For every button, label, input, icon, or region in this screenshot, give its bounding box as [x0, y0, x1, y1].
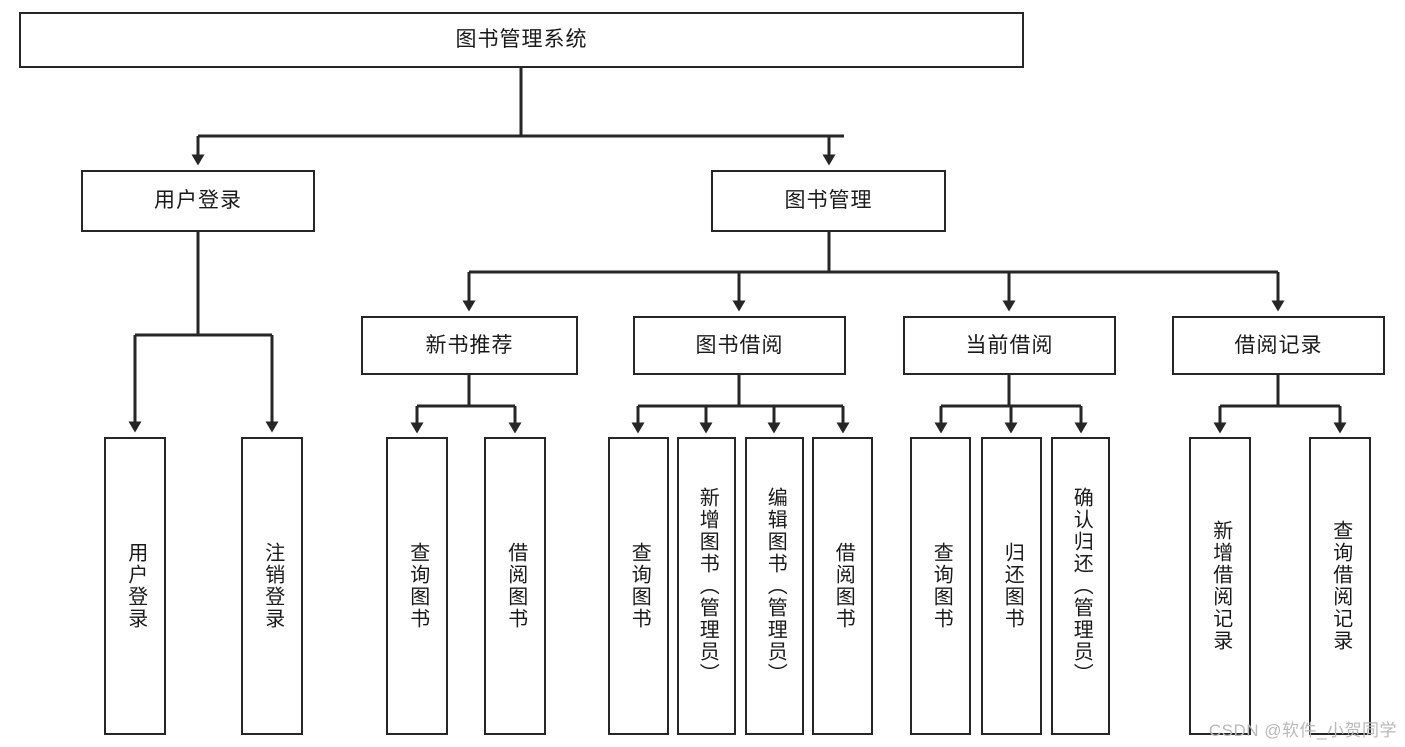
node-leaf-user-logout[interactable]: 注销登录	[241, 437, 303, 735]
node-leaf-borrow-query-book[interactable]: 查询图书	[608, 437, 669, 735]
node-book-borrow[interactable]: 图书借阅	[633, 316, 846, 375]
csdn-watermark: CSDN @软件_小贺同学	[1208, 721, 1397, 740]
node-new-book-rec[interactable]: 新书推荐	[361, 316, 578, 375]
node-borrow-record-label: 借阅记录	[1234, 333, 1323, 357]
node-leaf-rec-borrow-book[interactable]: 借阅图书	[484, 437, 546, 735]
node-leaf-user-login[interactable]: 用户登录	[104, 437, 166, 735]
node-leaf-rec-add-record-label: 新增借阅记录	[1209, 520, 1232, 652]
node-book-borrow-label: 图书借阅	[695, 333, 784, 357]
node-leaf-borrow-add-book[interactable]: 新增图书（管理员）	[677, 437, 736, 735]
node-leaf-user-login-label: 用户登录	[124, 542, 147, 630]
node-book-manage-label: 图书管理	[784, 189, 873, 213]
node-leaf-cur-confirm-return-label: 确认归还（管理员）	[1070, 487, 1093, 685]
node-user-login-label: 用户登录	[154, 189, 242, 213]
node-leaf-rec-query-book[interactable]: 查询图书	[386, 437, 448, 735]
node-borrow-record[interactable]: 借阅记录	[1172, 316, 1385, 375]
node-root-label: 图书管理系统	[455, 28, 588, 52]
node-leaf-borrow-edit-book[interactable]: 编辑图书（管理员）	[745, 437, 804, 735]
node-current-borrow[interactable]: 当前借阅	[903, 316, 1116, 375]
node-leaf-cur-confirm-return[interactable]: 确认归还（管理员）	[1051, 437, 1110, 735]
node-leaf-cur-query-book-label: 查询图书	[930, 542, 953, 630]
node-root[interactable]: 图书管理系统	[19, 12, 1024, 68]
node-leaf-cur-query-book[interactable]: 查询图书	[910, 437, 971, 735]
node-leaf-user-logout-label: 注销登录	[261, 542, 284, 630]
node-leaf-rec-query-record[interactable]: 查询借阅记录	[1309, 437, 1371, 735]
node-current-borrow-label: 当前借阅	[965, 333, 1054, 357]
node-leaf-borrow-add-book-label: 新增图书（管理员）	[696, 487, 719, 685]
node-leaf-rec-add-record[interactable]: 新增借阅记录	[1189, 437, 1251, 735]
node-leaf-cur-return-book-label: 归还图书	[1001, 542, 1024, 630]
node-leaf-borrow-edit-book-label: 编辑图书（管理员）	[764, 487, 787, 685]
node-user-login[interactable]: 用户登录	[81, 170, 315, 232]
node-leaf-borrow-query-book-label: 查询图书	[628, 542, 651, 630]
node-leaf-rec-borrow-book-label: 借阅图书	[504, 542, 527, 630]
node-leaf-rec-query-book-label: 查询图书	[406, 542, 429, 630]
node-book-manage[interactable]: 图书管理	[711, 170, 946, 232]
node-leaf-borrow-borrow-book-label: 借阅图书	[832, 542, 855, 630]
node-leaf-rec-query-record-label: 查询借阅记录	[1329, 520, 1352, 652]
node-leaf-borrow-borrow-book[interactable]: 借阅图书	[812, 437, 873, 735]
node-new-book-rec-label: 新书推荐	[425, 333, 514, 357]
node-leaf-cur-return-book[interactable]: 归还图书	[981, 437, 1042, 735]
